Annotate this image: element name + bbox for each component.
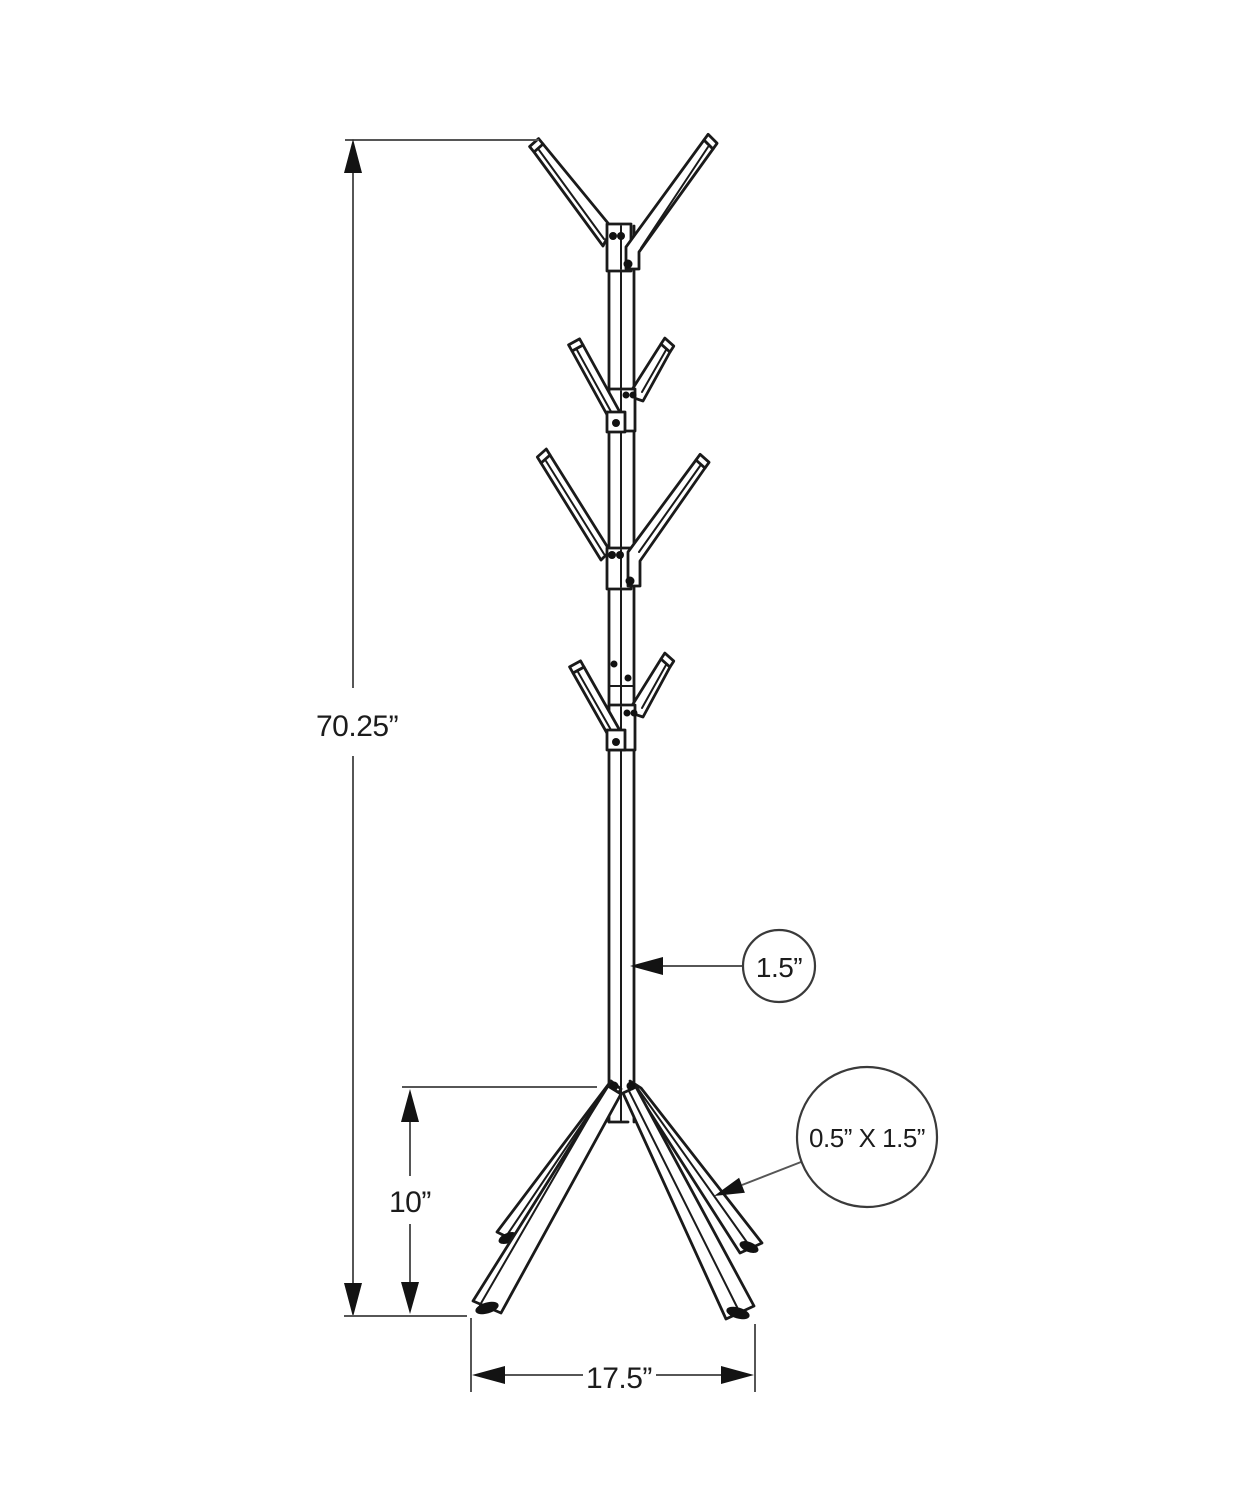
coat-rack-drawing [471, 132, 764, 1321]
base-height-dimension: 10” [389, 1086, 597, 1314]
pole-thickness-callout: 1.5” [630, 928, 817, 1004]
overall-height-label: 70.25” [316, 710, 398, 743]
hook-tier-1 [528, 132, 719, 273]
height-dimension: 70.25” [316, 139, 539, 1317]
hook-tier-4 [568, 651, 676, 752]
base-width-label: 17.5” [586, 1362, 652, 1395]
hook-size-callout: 0.5” X 1.5” [714, 1065, 939, 1209]
base-legs [471, 1079, 764, 1321]
pole [607, 224, 636, 1124]
hook-tier-2 [567, 336, 676, 434]
base-width-dimension: 17.5” [470, 1318, 756, 1395]
base-height-label: 10” [389, 1186, 431, 1219]
pole-thickness-label: 1.5” [756, 952, 802, 983]
hook-tier-3 [535, 447, 711, 591]
hook-size-label: 0.5” X 1.5” [809, 1123, 925, 1153]
